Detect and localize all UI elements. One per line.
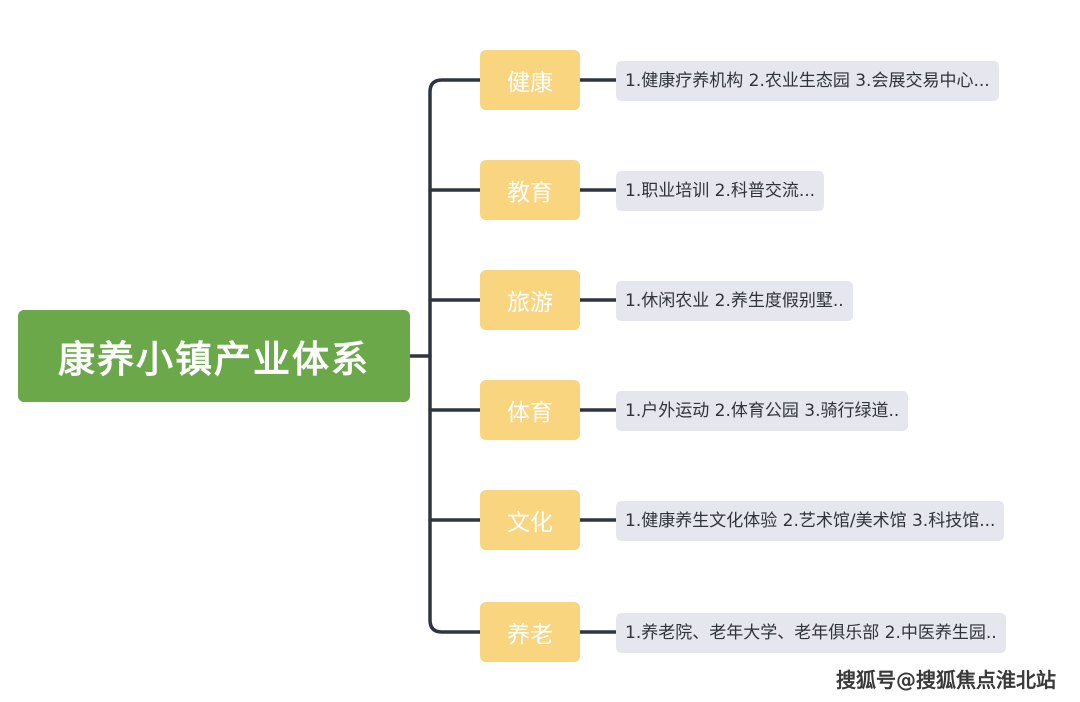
leaf-health: 1.健康疗养机构 2.农业生态园 3.会展交易中心...	[616, 61, 999, 101]
leaf-sports: 1.户外运动 2.体育公园 3.骑行绿道..	[616, 391, 909, 431]
leaf-education: 1.职业培训 2.科普交流...	[616, 171, 825, 211]
branch-elderly-care: 养老	[480, 602, 580, 662]
watermark: 搜狐号@搜狐焦点淮北站	[836, 668, 1056, 692]
leaf-culture: 1.健康养生文化体验 2.艺术馆/美术馆 3.科技馆...	[616, 501, 1005, 541]
branch-sports: 体育	[480, 380, 580, 440]
branch-health: 健康	[480, 50, 580, 110]
branch-culture: 文化	[480, 490, 580, 550]
root-topic: 康养小镇产业体系	[18, 310, 410, 402]
leaf-elderly-care: 1.养老院、老年大学、老年俱乐部 2.中医养生园..	[616, 613, 1006, 653]
branch-tourism: 旅游	[480, 270, 580, 330]
leaf-tourism: 1.休闲农业 2.养生度假别墅..	[616, 281, 853, 321]
branch-education: 教育	[480, 160, 580, 220]
